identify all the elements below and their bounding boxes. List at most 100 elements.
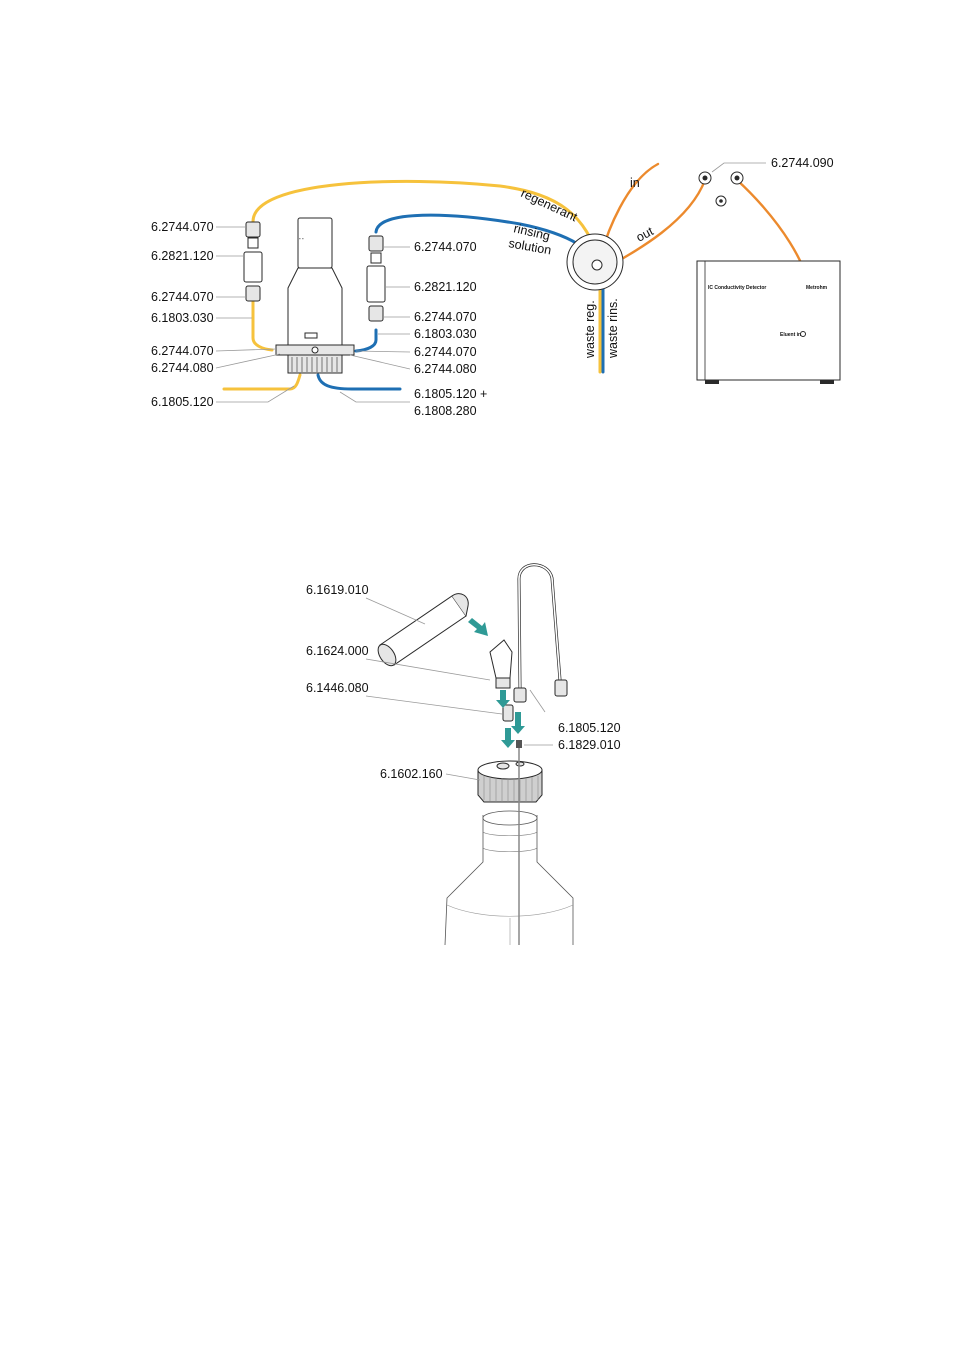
left-fitting-stack — [243, 221, 263, 302]
detector-eluent-port — [800, 331, 806, 337]
part-label-weight: 6.1829.010 — [558, 738, 621, 752]
bottle-outline — [444, 815, 574, 946]
left-leader-6 — [215, 353, 281, 369]
right-label-3: 6.2744.070 — [414, 310, 477, 324]
left-label-6: 6.2744.080 — [151, 361, 214, 375]
detector-foot-left — [705, 380, 719, 384]
right-label-7: 6.1805.120 + — [414, 387, 487, 401]
adapter-base — [495, 677, 511, 689]
leader-drying-tube — [365, 597, 426, 625]
waste-reg-label: waste reg. — [583, 300, 597, 359]
leader-cap — [445, 773, 481, 781]
weight-tip — [516, 740, 522, 748]
left-coupling — [243, 251, 263, 283]
left-leader-5 — [215, 348, 277, 352]
bottle-mouth — [482, 810, 538, 826]
left-label-3: 6.2744.070 — [151, 290, 214, 304]
threaded-connector — [502, 704, 514, 722]
bottle-facets — [446, 904, 574, 945]
regenerant-inlet-tube — [251, 298, 274, 352]
port-out-center — [734, 175, 740, 181]
waste-rins-label: waste rins. — [606, 298, 620, 359]
suppressor-mark: - - — [299, 236, 304, 242]
left-label-7: 6.1805.120 — [151, 395, 214, 409]
right-label-6: 6.2744.080 — [414, 362, 477, 376]
clamp-screw — [311, 346, 319, 354]
suppressor-window — [304, 332, 318, 339]
cap-port-left — [496, 762, 510, 770]
left-label-1: 6.2744.070 — [151, 220, 214, 234]
part-label-capillary: 6.1805.120 — [558, 721, 621, 735]
detector-housing — [696, 260, 841, 381]
out-label: out — [634, 224, 656, 245]
detector-foot-right — [820, 380, 834, 384]
capillary-fitting-right — [554, 679, 568, 697]
right-leader-5 — [355, 350, 411, 353]
part-label-adapter: 6.1624.000 — [306, 644, 369, 658]
right-label-5: 6.2744.070 — [414, 345, 477, 359]
capillary-loop-inner — [518, 564, 561, 689]
detector-port-label: Eluent in — [780, 332, 801, 338]
arrow-adapter — [496, 690, 510, 708]
right-leader-6 — [349, 354, 411, 370]
detector-title: IC Conductivity Detector — [708, 285, 766, 291]
yellow-supply-tube — [222, 373, 302, 391]
left-label-4: 6.1803.030 — [151, 311, 214, 325]
detector-fitting-label: 6.2744.090 — [771, 156, 834, 170]
in-label: in — [630, 176, 640, 190]
part-label-connector: 6.1446.080 — [306, 681, 369, 695]
left-fitting-bottom — [245, 285, 261, 302]
left-fitting-top — [245, 221, 261, 238]
left-nut — [247, 237, 259, 249]
right-fitting-stack — [366, 235, 386, 322]
left-label-5: 6.2744.070 — [151, 344, 214, 358]
cap-top — [477, 760, 543, 780]
drying-tube — [377, 593, 469, 667]
left-label-2: 6.2821.120 — [151, 249, 214, 263]
rinsing-inlet-tube — [354, 328, 378, 353]
leader-capillary — [529, 689, 546, 713]
right-fitting-bottom — [368, 305, 384, 322]
arrow-drying-tube — [468, 618, 488, 636]
cap-port-right — [515, 761, 525, 767]
right-label-1: 6.2744.070 — [414, 240, 477, 254]
cap-ribs — [483, 776, 539, 802]
port-spare-center — [719, 199, 723, 203]
port-in-center — [702, 175, 708, 181]
adapter — [489, 639, 513, 689]
capillary-fitting-left — [513, 687, 527, 703]
adapter-elbow — [489, 639, 513, 679]
connection-diagram: - - — [151, 156, 841, 418]
arrow-capillary — [511, 712, 525, 734]
regenerant-label: regenerant — [519, 186, 580, 224]
left-leader-7 — [216, 385, 295, 403]
right-label-8: 6.1808.280 — [414, 404, 477, 418]
blue-supply-tube — [316, 373, 402, 391]
drying-tube-cap — [451, 593, 469, 617]
right-coupling — [366, 265, 386, 303]
detector-brand: Metrohm — [806, 285, 828, 291]
detector-leader — [711, 162, 766, 173]
right-fitting-top — [368, 235, 384, 252]
bottle-threads — [482, 831, 538, 853]
arrow-connector — [501, 728, 515, 748]
drying-tube-end — [377, 643, 397, 667]
valve-center — [591, 259, 603, 271]
bottle-assembly-diagram: 6.1619.010 6.1624.000 6.1446.080 6.1805.… — [306, 563, 621, 946]
detector-ports — [698, 171, 744, 207]
leader-adapter — [365, 658, 491, 681]
suppressor-neck — [297, 217, 333, 269]
part-label-cap: 6.1602.160 — [380, 767, 443, 781]
regenerant-tube — [251, 179, 602, 374]
right-leader-7 — [339, 391, 410, 403]
leader-connector — [365, 695, 503, 715]
capillary-loop — [517, 563, 562, 689]
part-label-drying-tube: 6.1619.010 — [306, 583, 369, 597]
right-label-2: 6.2821.120 — [414, 280, 477, 294]
right-label-4: 6.1803.030 — [414, 327, 477, 341]
valve-knob — [566, 233, 624, 291]
base-ribs — [291, 357, 338, 372]
detector-box: IC Conductivity Detector Metrohm Eluent … — [696, 260, 841, 384]
